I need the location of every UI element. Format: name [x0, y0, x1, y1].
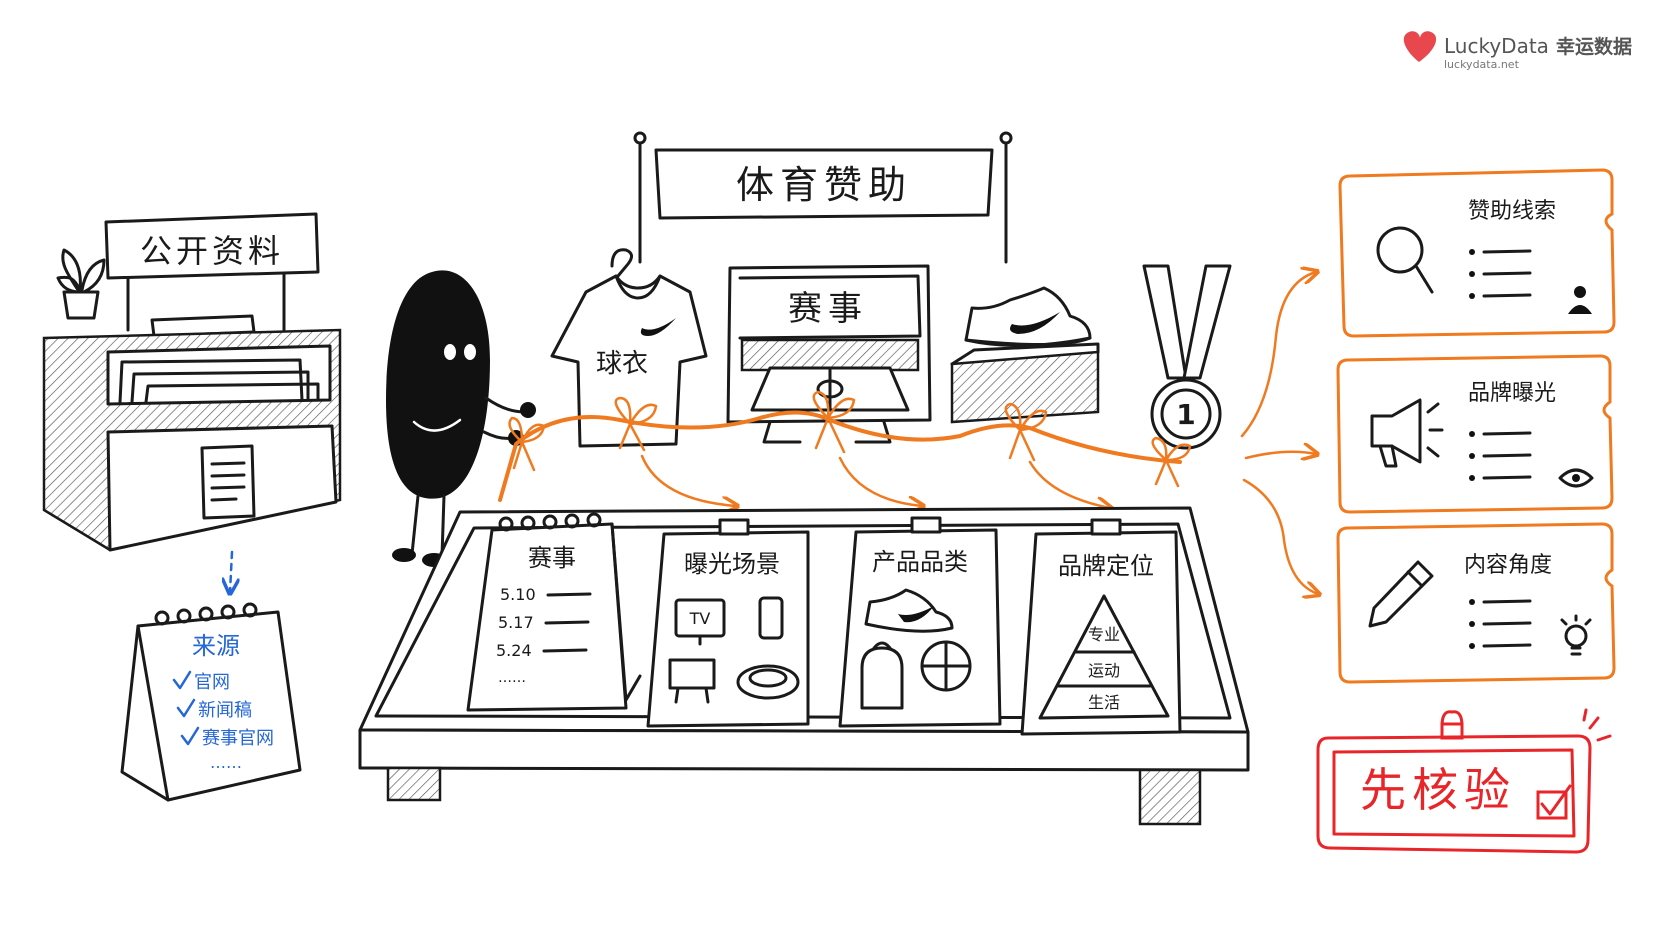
output-card-brand-exposure: 品牌曝光 [1336, 354, 1614, 514]
sneaker-icon [864, 588, 954, 633]
check-icon [172, 670, 192, 690]
match-screen-prop: 赛事 [726, 264, 932, 444]
board-title-2: 产品品类 [872, 548, 968, 576]
match-date-2: 5.24 [496, 641, 532, 660]
bow-icon [812, 390, 856, 454]
blob-body [386, 270, 490, 499]
eye-icon [1558, 468, 1594, 488]
output-card-content-angles: 内容角度 [1336, 522, 1616, 684]
board-brand-positioning: 品牌定位 专业 运动 生活 [1020, 518, 1182, 736]
sponsorship-banner: 体育赞助 [633, 131, 1013, 264]
output-title-1: 品牌曝光 [1468, 381, 1556, 406]
jersey-prop: 球衣 [550, 248, 708, 448]
swoosh-icon [640, 318, 676, 336]
tv-icon: TV [674, 598, 726, 646]
checkbox-icon [1536, 784, 1572, 820]
magnifier-icon [1376, 226, 1434, 294]
public-info-stand: 公开资料 [42, 212, 342, 592]
bow-icon [614, 396, 658, 452]
jersey-label: 球衣 [596, 349, 648, 379]
stamp-text: 先核验 [1360, 763, 1516, 817]
sneaker-icon [964, 286, 1092, 347]
bow-icon [1151, 436, 1192, 488]
check-icon [176, 698, 196, 718]
brand-logo: LuckyData 幸运数据 luckydata.net [1403, 31, 1632, 71]
check-icon [180, 726, 200, 746]
pyramid-level-0: 专业 [1088, 625, 1120, 644]
pyramid-icon [1038, 594, 1170, 720]
output-title-0: 赞助线索 [1468, 199, 1556, 224]
board-title-3: 品牌定位 [1058, 552, 1154, 580]
megaphone-icon [1370, 398, 1444, 468]
stadium-icon [736, 664, 800, 700]
brand-name-cn: 幸运数据 [1556, 35, 1632, 58]
bow-icon [1004, 402, 1048, 462]
source-item-0: 官网 [194, 672, 230, 693]
calendar-rings [154, 602, 258, 626]
match-dates-more: …… [498, 670, 526, 686]
orange-ribbon [498, 272, 1318, 594]
sneaker-prop [950, 286, 1100, 424]
board-exposure-scenes: 曝光场景 TV [646, 518, 810, 728]
phone-icon [758, 596, 784, 640]
pencil-icon [1368, 560, 1434, 628]
verify-first-stamp: 先核验 [1316, 708, 1612, 854]
tv-label: TV [689, 609, 711, 628]
medal-number: 1 [1176, 398, 1195, 431]
output-title-2: 内容角度 [1464, 553, 1552, 578]
bow-icon [508, 416, 546, 472]
output-card-sponsorship-leads: 赞助线索 [1338, 168, 1616, 338]
medal-prop: 1 [1142, 264, 1232, 450]
heart-logo-icon [1403, 31, 1437, 62]
brand-url: luckydata.net [1444, 58, 1520, 71]
screen-label: 赛事 [788, 289, 868, 329]
match-date-1: 5.17 [498, 613, 534, 632]
pyramid-level-2: 生活 [1088, 693, 1120, 712]
board-product-categories: 产品品类 [838, 516, 1002, 728]
lightbulb-icon [1560, 614, 1592, 656]
sources-calendar: 来源 官网 新闻稿 赛事官网 …… [120, 602, 302, 802]
banner-title: 体育赞助 [736, 163, 912, 207]
plant-icon [56, 248, 106, 320]
person-icon [1568, 286, 1592, 314]
board-match-calendar: 赛事 5.10 5.17 5.24 …… [466, 512, 642, 712]
source-item-2: 赛事官网 [202, 728, 274, 749]
sources-title: 来源 [192, 632, 240, 660]
sources-more: …… [210, 753, 242, 772]
board-title-1: 曝光场景 [684, 550, 780, 578]
billboard-icon [668, 658, 716, 704]
basketball-icon [920, 640, 972, 692]
pyramid-level-1: 运动 [1088, 661, 1120, 680]
backpack-icon [860, 641, 904, 710]
public-info-sign: 公开资料 [140, 232, 284, 270]
board-title-0: 赛事 [528, 544, 576, 572]
brand-name: LuckyData [1444, 34, 1549, 58]
blob-character [386, 270, 536, 567]
match-date-0: 5.10 [500, 585, 536, 604]
source-item-1: 新闻稿 [198, 700, 252, 721]
